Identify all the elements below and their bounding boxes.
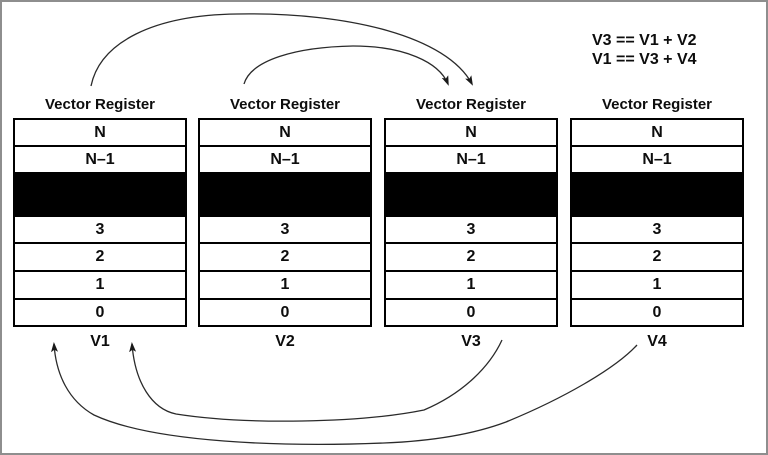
vector-register-v2: Vector Register N N–1 3 2 1 0 V2 — [198, 93, 372, 351]
register-row-filled — [386, 174, 556, 217]
register-table: N N–1 3 2 1 0 — [570, 118, 744, 327]
register-label-v4: V4 — [647, 333, 667, 350]
register-row-n: N — [15, 120, 185, 147]
register-row-2: 2 — [200, 244, 370, 272]
register-row-filled — [572, 174, 742, 217]
register-label-v2: V2 — [275, 333, 295, 350]
register-title: Vector Register — [415, 96, 527, 113]
register-row-1: 1 — [15, 272, 185, 300]
register-row-2: 2 — [572, 244, 742, 272]
equations-block: V3 == V1 + V2 V1 == V3 + V4 — [592, 31, 697, 69]
register-row-n1: N–1 — [200, 147, 370, 174]
equation-v1: V1 == V3 + V4 — [592, 51, 697, 68]
register-row-3: 3 — [15, 217, 185, 244]
register-row-1: 1 — [386, 272, 556, 300]
register-row-3: 3 — [572, 217, 742, 244]
register-row-n: N — [200, 120, 370, 147]
register-row-n1: N–1 — [15, 147, 185, 174]
arrow-v1-to-v3 — [90, 13, 473, 87]
register-row-0: 0 — [95, 304, 105, 321]
register-label-v1: V1 — [90, 333, 110, 350]
register-row-n: N — [386, 120, 556, 147]
arrow-v2-to-v3 — [243, 45, 449, 86]
register-row-n1: N–1 — [386, 147, 556, 174]
register-row-0: 0 — [652, 304, 662, 321]
register-row-1: 1 — [572, 272, 742, 300]
vector-register-v3: Vector Register N N–1 3 2 1 0 V3 — [384, 93, 558, 351]
register-row-n1: N–1 — [572, 147, 742, 174]
register-row-0: 0 — [280, 304, 290, 321]
register-row-1: 1 — [200, 272, 370, 300]
register-label-v3: V3 — [461, 333, 481, 350]
register-row-filled — [200, 174, 370, 217]
register-row-filled — [15, 174, 185, 217]
register-title: Vector Register — [229, 96, 341, 113]
register-title: Vector Register — [44, 96, 156, 113]
register-table: N N–1 3 2 1 0 — [384, 118, 558, 327]
register-row-3: 3 — [200, 217, 370, 244]
equation-v3: V3 == V1 + V2 — [592, 32, 697, 49]
vector-register-v1: Vector Register N N–1 3 2 1 0 V1 — [13, 93, 187, 351]
register-row-2: 2 — [386, 244, 556, 272]
register-row-3: 3 — [386, 217, 556, 244]
register-title: Vector Register — [601, 96, 713, 113]
register-row-2: 2 — [15, 244, 185, 272]
vector-register-v4: Vector Register N N–1 3 2 1 0 V4 — [570, 93, 744, 351]
register-table: N N–1 3 2 1 0 — [13, 118, 187, 327]
arrow-v4-to-v1 — [51, 342, 638, 445]
register-table: N N–1 3 2 1 0 — [198, 118, 372, 327]
register-row-0: 0 — [466, 304, 476, 321]
register-row-n: N — [572, 120, 742, 147]
arrow-v3-to-v1 — [129, 339, 503, 422]
